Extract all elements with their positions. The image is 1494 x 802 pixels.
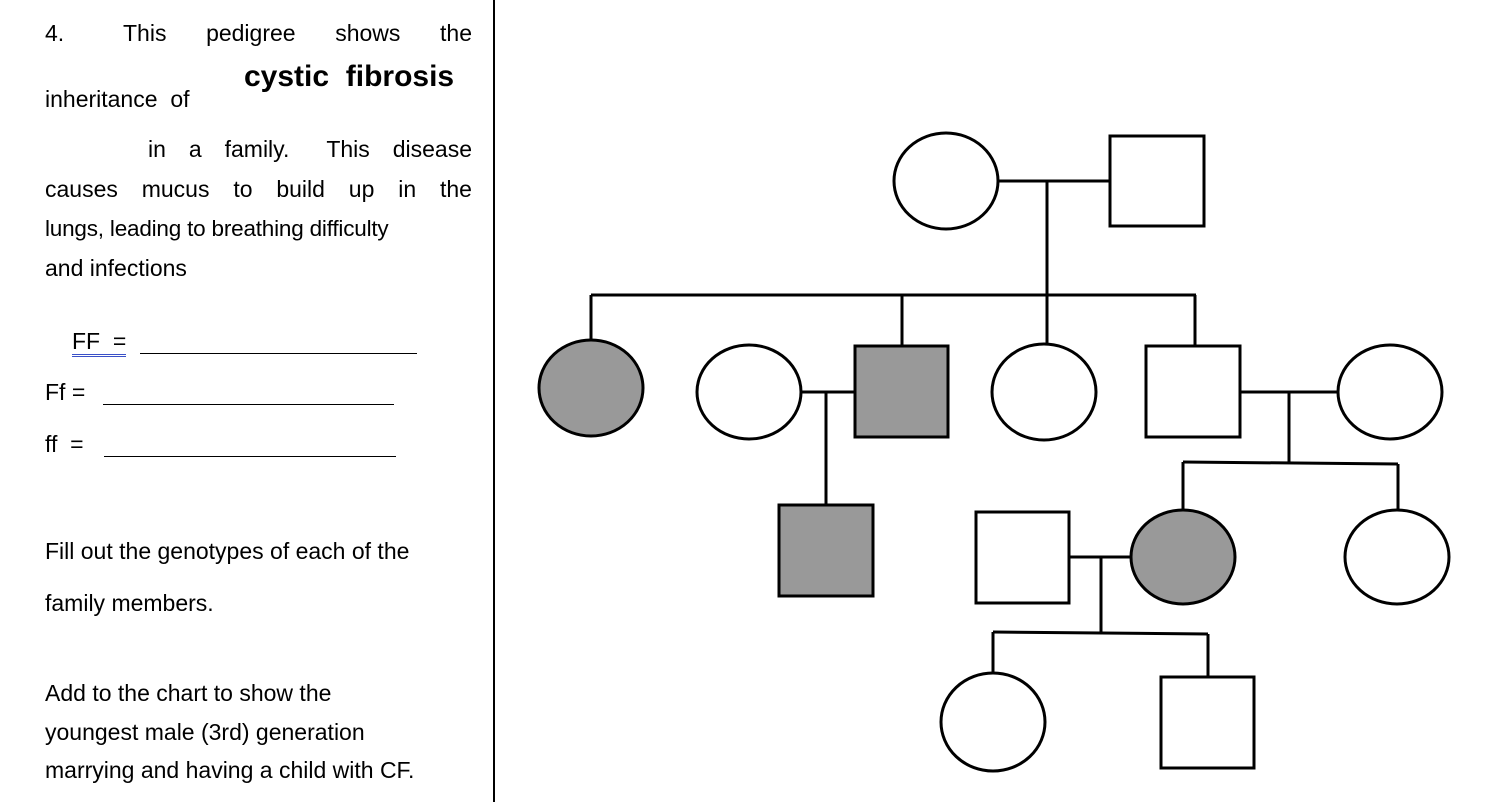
pedigree-g3-son-square[interactable] (777, 503, 875, 598)
column-divider (493, 0, 495, 802)
pedigree-g2-daughter-1-circle[interactable] (537, 338, 645, 438)
word: fibrosis (345, 60, 455, 93)
pedigree-g3-daughter-2-circle[interactable] (1343, 508, 1451, 606)
word: cystic (244, 60, 330, 93)
genotype-row-Ff: Ff = (45, 381, 85, 404)
pedigree-g1-mother-circle[interactable] (892, 131, 1000, 231)
word: of (170, 86, 190, 112)
question-line-5: lungs, leading to breathing difficulty (45, 216, 389, 241)
question-line-2: inheritance of (45, 88, 190, 111)
question-number: 4. (45, 20, 65, 46)
pedigree-g3-daughter-1-circle[interactable] (1129, 508, 1237, 606)
pedigree-individuals (537, 131, 1451, 773)
word: disease (392, 136, 472, 162)
instruction-fill-line-1: Fill out the genotypes of each of the (45, 538, 410, 564)
question-line-6: and infections (45, 255, 187, 281)
pedigree-g2-wife-of-son-2-circle[interactable] (1336, 343, 1444, 441)
pedigree-g2-son-1-square[interactable] (853, 344, 950, 439)
genotype-row-ff: ff = (45, 433, 84, 456)
genotype-label-Ff: Ff = (45, 379, 86, 405)
disease-name: cystic fibrosis (244, 62, 454, 92)
pedigree-g4-daughter-circle[interactable] (939, 671, 1047, 773)
word: build (276, 176, 325, 202)
genotype-row-FF: FF = (72, 328, 127, 357)
pedigree-g1-father-square[interactable] (1108, 134, 1206, 228)
word: inheritance (45, 86, 158, 112)
word: the (440, 20, 472, 46)
instruction-add-line-1: Add to the chart to show the (45, 680, 332, 706)
word: This (123, 20, 167, 46)
genotype-blank-FF[interactable] (140, 337, 417, 354)
word: a (188, 136, 202, 162)
word: the (439, 176, 472, 202)
question-line-4: causes mucus to build up in the (45, 178, 472, 201)
genotype-blank-Ff[interactable] (103, 388, 394, 405)
pedigree-g3-husband-square[interactable] (974, 510, 1071, 605)
genotype-blank-ff[interactable] (104, 440, 396, 457)
genotype-label-FF: FF = (72, 328, 127, 357)
pedigree-g4-son-square[interactable] (1159, 675, 1256, 770)
pedigree-connector-lines (589, 179, 1400, 677)
pedigree-g2-son-2-square[interactable] (1144, 344, 1242, 439)
word: shows (335, 20, 401, 46)
instruction-fill-line-2: family members. (45, 590, 214, 616)
word: up (348, 176, 375, 202)
pedigree-g2-wife-of-son-1-circle[interactable] (695, 343, 803, 441)
word: to (233, 176, 253, 202)
question-line-1: This pedigree shows the (123, 22, 472, 45)
word: This (326, 136, 370, 162)
word: family. (224, 136, 290, 162)
word: causes (45, 176, 118, 202)
instruction-add-line-2: youngest male (3rd) generation (45, 719, 365, 745)
pedigree-g2-daughter-2-circle[interactable] (990, 342, 1098, 442)
question-line-3: in a family. This disease (148, 138, 472, 161)
word: in (148, 136, 166, 162)
word: pedigree (206, 20, 296, 46)
word: mucus (141, 176, 210, 202)
genotype-label-ff: ff = (45, 431, 84, 457)
instruction-add-line-3: marrying and having a child with CF. (45, 757, 415, 783)
word: in (398, 176, 417, 202)
